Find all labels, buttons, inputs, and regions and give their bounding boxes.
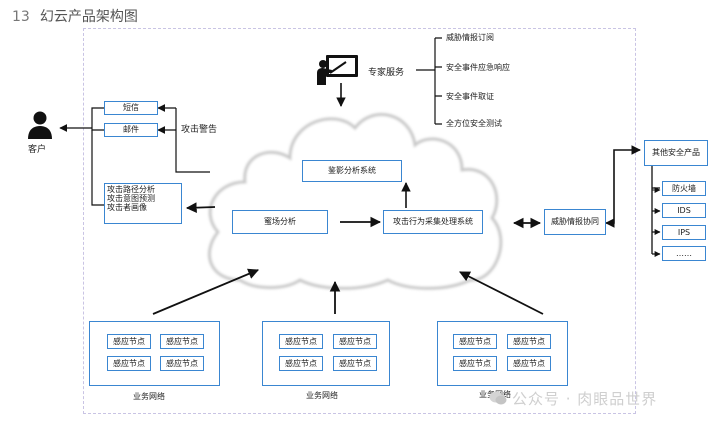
honeypot-analysis-box: 蜜场分析: [232, 210, 328, 234]
cloud-shape: [208, 113, 503, 290]
presenter-board-icon: [316, 54, 360, 86]
sensor-node: 感应节点: [507, 356, 551, 371]
service-security-testing: 全方位安全测试: [446, 119, 502, 128]
attack-intent-prediction: 攻击意图预测: [107, 194, 155, 204]
ids-box: IDS: [662, 203, 706, 218]
business-network-label: 业务网络: [306, 391, 338, 400]
attack-analysis-box: 攻击路径分析 攻击意图预测 攻击者画像: [104, 183, 182, 224]
sensor-node: 感应节点: [279, 334, 323, 349]
attacker-profiling: 攻击者画像: [107, 203, 147, 213]
watermark-text: 公众号 · 肉眼品世界: [512, 390, 658, 408]
sensor-node: 感应节点: [107, 334, 151, 349]
service-incident-response: 安全事件应急响应: [446, 63, 510, 72]
service-intel-subscription: 威胁情报订阅: [446, 33, 494, 42]
sms-box: 短信: [104, 101, 158, 115]
sensor-node: 感应节点: [453, 334, 497, 349]
sensor-node: 感应节点: [160, 334, 204, 349]
person-icon: [25, 110, 55, 140]
sensor-node: 感应节点: [160, 356, 204, 371]
ips-box: IPS: [662, 225, 706, 240]
sensor-node: 感应节点: [333, 356, 377, 371]
sensor-node: 感应节点: [107, 356, 151, 371]
mail-box: 邮件: [104, 123, 158, 137]
attack-collection-system-box: 攻击行为采集处理系统: [383, 210, 483, 234]
attack-path-analysis: 攻击路径分析: [107, 185, 155, 194]
sensor-node: 感应节点: [333, 334, 377, 349]
page-title: 13 幻云产品架构图: [12, 6, 138, 26]
attack-warning-label: 攻击警告: [181, 125, 218, 135]
business-network-label: 业务网络: [133, 392, 165, 401]
customer-label: 客户: [28, 145, 47, 155]
other-security-products-box: 其他安全产品: [644, 140, 708, 166]
threat-intel-coordination-box: 威胁情报协同: [544, 209, 606, 235]
sensor-node: 感应节点: [279, 356, 323, 371]
business-network-2: [262, 321, 390, 386]
sensor-node: 感应节点: [507, 334, 551, 349]
expert-service-label: 专家服务: [368, 68, 405, 78]
service-forensics: 安全事件取证: [446, 92, 494, 101]
business-network-3: [437, 321, 568, 386]
title-number: 13: [12, 9, 30, 25]
business-network-1: [89, 321, 220, 386]
firewall-box: 防火墙: [662, 181, 706, 196]
more-products-box: ……: [662, 246, 706, 261]
wechat-icon: [489, 390, 507, 406]
forensic-analysis-system-box: 鉴影分析系统: [302, 160, 402, 182]
title-text: 幻云产品架构图: [39, 9, 138, 25]
sensor-node: 感应节点: [453, 356, 497, 371]
